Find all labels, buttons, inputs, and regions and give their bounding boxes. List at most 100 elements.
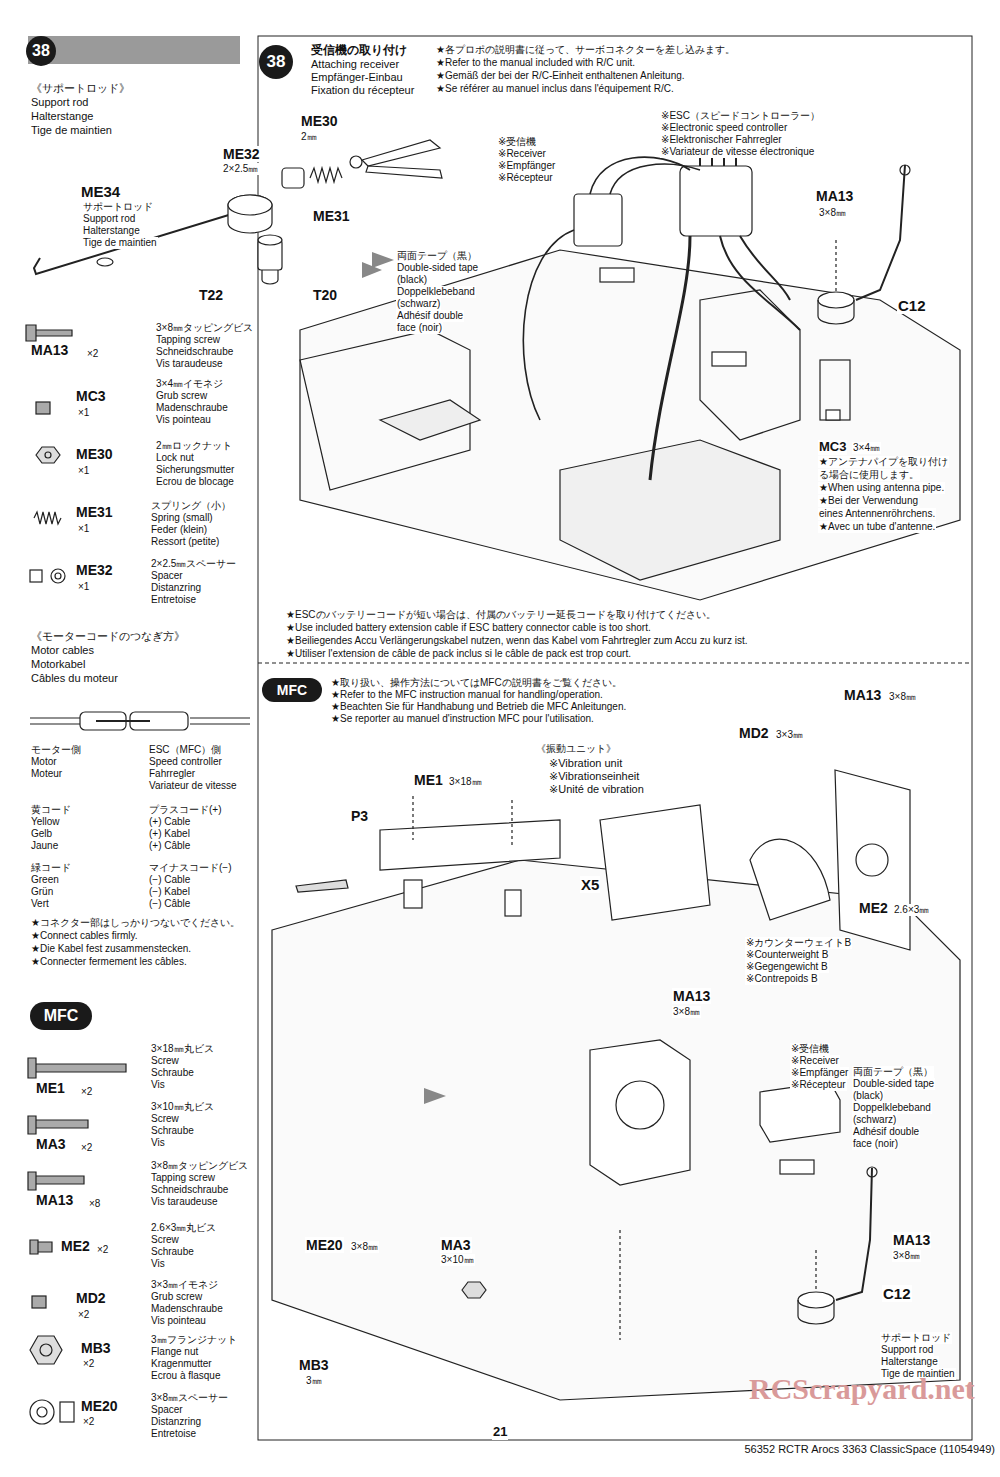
note-text: Distanzring	[150, 1416, 202, 1428]
note-text: Grün	[30, 886, 54, 898]
note-text: Entretoise	[150, 594, 197, 606]
note-text: Attaching receiver	[310, 58, 400, 71]
part-label: P3	[350, 808, 369, 824]
note-text: ※Variateur de vitesse électronique	[660, 146, 815, 158]
note-text: ※Counterweight B	[745, 949, 829, 961]
part-label: ME2	[858, 900, 889, 916]
note-text: Ecrou à flasque	[150, 1370, 222, 1382]
part-label: MD2	[738, 725, 770, 741]
part-label: MA13	[815, 188, 854, 204]
part-label: ME32	[222, 146, 261, 162]
note-text: Fixation du récepteur	[310, 84, 415, 97]
note-text: Motor cables	[30, 644, 95, 657]
note-text: ※Receiver	[790, 1055, 840, 1067]
part-label: ME30	[75, 446, 114, 462]
note-text: Sicherungsmutter	[155, 464, 235, 476]
note-text: ※Receiver	[497, 148, 547, 160]
note-text: Spacer	[150, 570, 184, 582]
note-text: Vis pointeau	[150, 1315, 207, 1327]
note-text: ★Se référer au manuel inclus dans l'équi…	[435, 83, 675, 95]
note-text: Ecrou de blocage	[155, 476, 235, 488]
note-text: Screw	[150, 1055, 180, 1067]
note-text: ★When using antenna pipe.	[818, 482, 945, 494]
note-text: ★Refer to the manual included with R/C u…	[435, 57, 636, 69]
note-text: ×1	[77, 523, 90, 535]
note-text: Spacer	[150, 1404, 184, 1416]
note-text: る場合に使用します。	[818, 469, 920, 481]
note-text: face (noir)	[396, 322, 443, 334]
note-text: 3×8㎜	[672, 1006, 701, 1018]
note-text: Vis pointeau	[155, 414, 212, 426]
note-text: (+) Câble	[148, 840, 191, 852]
note-text: Empfänger-Einbau	[310, 71, 404, 84]
note-text: Support rod	[30, 96, 89, 109]
note-text: Vis taraudeuse	[155, 358, 224, 370]
node-text: MFC	[277, 682, 307, 698]
note-text: 2.6×3㎜	[893, 904, 930, 916]
note-text: Grub screw	[150, 1291, 203, 1303]
note-text: 3×4㎜イモネジ	[155, 378, 224, 390]
mfc-badge: MFC	[30, 1002, 92, 1030]
note-text: 3×8㎜タッピングビス	[155, 322, 254, 334]
note-text: Madenschraube	[150, 1303, 224, 1315]
note-text: Variateur de vitesse	[148, 780, 238, 792]
note-text: 2㎜	[300, 131, 318, 143]
note-text: ※Empfänger	[497, 160, 556, 172]
note-text: ★Utiliser l'extension de câble de pack i…	[285, 648, 632, 660]
part-label: MB3	[80, 1340, 112, 1356]
mfc-badge: MFC	[262, 678, 322, 702]
note-text: ★Beachten Sie für Handhabung und Betrieb…	[330, 701, 627, 713]
note-text: ★Bei der Verwendung	[818, 495, 919, 507]
note-text: モーター側	[30, 744, 82, 756]
note-text: Tapping screw	[150, 1172, 216, 1184]
note-text: Tige de maintien	[30, 124, 113, 137]
note-text: サポートロッド	[880, 1332, 952, 1344]
note-text: 3×8㎜	[892, 1250, 921, 1262]
note-text: Screw	[150, 1113, 180, 1125]
part-label: MA13	[30, 342, 69, 358]
note-text: (−) Cable	[148, 874, 191, 886]
note-text: Vis	[150, 1258, 166, 1270]
note-text: ×2	[80, 1142, 93, 1154]
note-text: Tapping screw	[155, 334, 221, 346]
note-text: 3㎜	[305, 1375, 323, 1387]
note-text: (black)	[396, 274, 428, 286]
note-text: 3×8㎜	[888, 691, 917, 703]
note-text: 3×18㎜	[448, 776, 483, 788]
note-text: 3×4㎜	[852, 442, 881, 454]
note-text: Jaune	[30, 840, 59, 852]
note-text: ×1	[77, 465, 90, 477]
note-text: Yellow	[30, 816, 61, 828]
note-text: 3㎜フランジナット	[150, 1334, 238, 1346]
note-text: 《モーターコードのつなぎ方》	[30, 630, 186, 643]
note-text: ★Die Kabel fest zusammenstecken.	[30, 943, 192, 955]
part-label: ME20	[305, 1237, 344, 1253]
note-text: ×8	[88, 1198, 101, 1210]
part-label: ME1	[413, 772, 444, 788]
note-text: ★Connect cables firmly.	[30, 930, 139, 942]
note-text: ESC（MFC）側	[148, 744, 222, 756]
part-label: ME31	[312, 208, 351, 224]
note-text: (black)	[852, 1090, 884, 1102]
node-text: 38	[267, 52, 286, 72]
note-text: 2㎜ロックナット	[155, 440, 233, 452]
node-text: 38	[32, 42, 50, 60]
note-text: 黄コード	[30, 804, 72, 816]
note-text: Green	[30, 874, 60, 886]
note-text: ×1	[77, 407, 90, 419]
note-text: Halterstange	[30, 110, 94, 123]
note-text: Schraube	[150, 1246, 195, 1258]
note-text: ★コネクター部はしっかりつないでください。	[30, 917, 241, 929]
watermark: RCScrapyard.net	[748, 1372, 976, 1407]
note-text: 56352 RCTR Arocs 3363 ClassicSpace (1105…	[744, 1443, 997, 1456]
note-text: 3×10㎜	[440, 1254, 475, 1266]
note-text: マイナスコード(−)	[148, 862, 233, 874]
note-text: プラスコード(+)	[148, 804, 223, 816]
note-text: Halterstange	[82, 225, 141, 237]
note-text: 3×8㎜	[350, 1241, 379, 1253]
note-text: Schraube	[150, 1067, 195, 1079]
note-text: (+) Kabel	[148, 828, 191, 840]
note-text: Schneidschraube	[155, 346, 234, 358]
note-text: Grub screw	[155, 390, 208, 402]
